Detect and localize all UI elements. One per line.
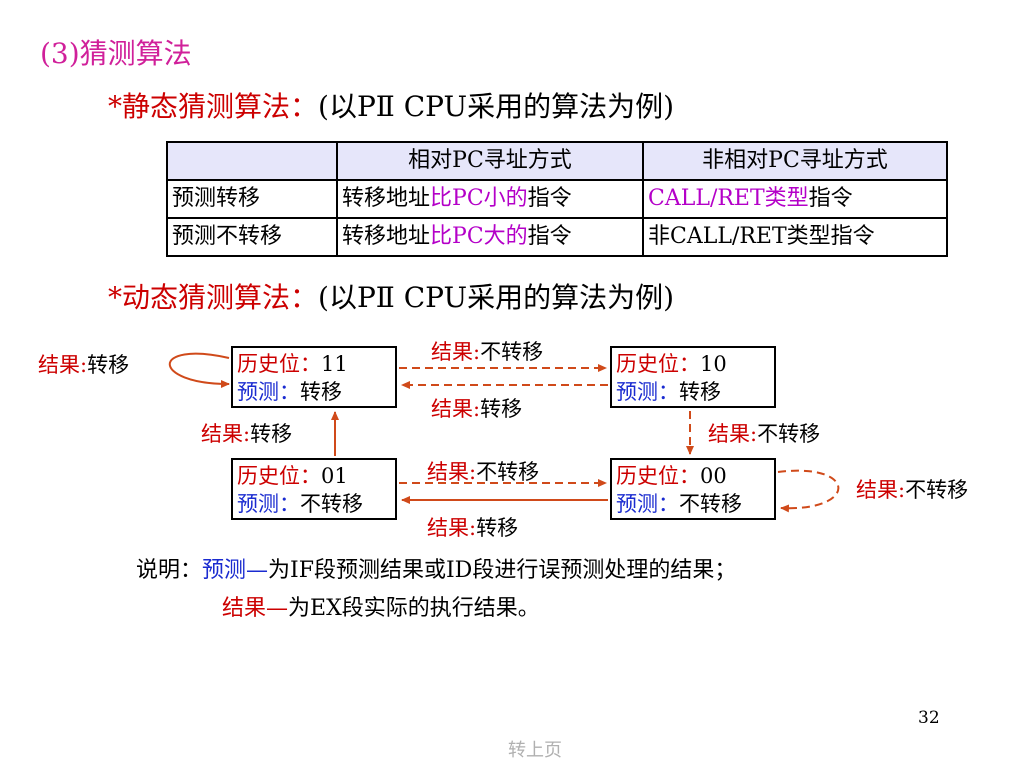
history-label: 历史位： [616, 352, 700, 376]
note-text: 为EX段实际的执行结果。 [288, 596, 540, 621]
prediction-value: 不转移 [300, 492, 363, 516]
prediction-value: 转移 [300, 380, 342, 404]
result-value: 转移 [250, 422, 293, 446]
history-line: 历史位：01 [237, 462, 395, 490]
table-cell: CALL/RET类型指令 [642, 179, 948, 219]
cell-highlight: 比PC小的 [430, 186, 528, 211]
label-10-to-11: 结果:转移 [431, 393, 522, 423]
prev-page-link[interactable]: 转上页 [508, 740, 562, 761]
table-row: 预测转移 转移地址比PC小的指令 CALL/RET类型指令 [166, 179, 948, 219]
label-01-to-11: 结果:转移 [201, 418, 292, 448]
history-label: 历史位： [237, 464, 321, 488]
page-number: 32 [918, 708, 940, 728]
row-label: 预测不转移 [166, 217, 338, 257]
result-value: 转移 [476, 516, 519, 540]
table-cell: 非CALL/RET类型指令 [642, 217, 948, 257]
history-line: 历史位：00 [616, 462, 774, 490]
result-prefix: 结果: [201, 422, 251, 446]
cell-text: 指令 [808, 186, 853, 211]
row-label: 预测转移 [166, 179, 338, 219]
bullet-asterisk: * [108, 90, 122, 123]
history-label: 历史位： [616, 464, 700, 488]
table-header-cell: 相对PC寻址方式 [336, 141, 644, 181]
cell-text: 指令 [527, 224, 572, 249]
bullet-asterisk: * [108, 281, 122, 314]
cell-text: 转移地址 [342, 224, 431, 249]
prediction-label: 预测： [616, 380, 679, 404]
note-text: 为IF段预测结果或ID段进行误预测处理的结果； [268, 558, 737, 583]
label-self-loop-00: 结果:不转移 [856, 474, 968, 504]
cell-highlight: CALL/RET类型 [648, 186, 809, 211]
table-header-cell: 非相对PC寻址方式 [642, 141, 948, 181]
history-value: 11 [321, 352, 348, 376]
label-10-to-00: 结果:不转移 [708, 418, 820, 448]
state-box-00: 历史位：00 预测：不转移 [610, 458, 776, 520]
history-line: 历史位：11 [237, 350, 395, 378]
result-prefix: 结果: [427, 460, 477, 484]
static-algorithm-note: (以PⅡ CPU采用的算法为例) [318, 90, 675, 123]
static-algorithm-heading: *静态猜测算法：(以PⅡ CPU采用的算法为例) [108, 85, 674, 125]
cell-text: 指令 [527, 186, 572, 211]
note-term-prediction: 预测— [202, 558, 269, 583]
table-row: 预测不转移 转移地址比PC大的指令 非CALL/RET类型指令 [166, 217, 948, 257]
table-cell: 转移地址比PC小的指令 [336, 179, 644, 219]
result-prefix: 结果: [708, 422, 758, 446]
result-value: 不转移 [905, 478, 969, 502]
prediction-line: 预测：不转移 [237, 490, 395, 518]
static-algorithm-title: 静态猜测算法： [122, 90, 319, 123]
note-line-1: 说明：预测—为IF段预测结果或ID段进行误预测处理的结果； [136, 552, 736, 584]
result-prefix: 结果: [856, 478, 906, 502]
note-prefix: 说明： [136, 558, 203, 583]
history-label: 历史位： [237, 352, 321, 376]
prediction-line: 预测：不转移 [616, 490, 774, 518]
result-value: 不转移 [757, 422, 821, 446]
state-box-01: 历史位：01 预测：不转移 [231, 458, 397, 520]
history-value: 01 [321, 464, 348, 488]
table-header-cell [166, 141, 338, 181]
section-title: (3)猜测算法 [40, 37, 192, 70]
self-loop-arrow-00 [777, 469, 840, 513]
result-prefix: 结果: [431, 340, 481, 364]
result-prefix: 结果: [427, 516, 477, 540]
dynamic-algorithm-heading: *动态猜测算法：(以PⅡ CPU采用的算法为例) [108, 276, 674, 316]
label-11-to-10: 结果:不转移 [431, 336, 543, 366]
result-prefix: 结果: [431, 397, 481, 421]
self-loop-arrow-11 [169, 352, 230, 388]
history-value: 00 [700, 464, 727, 488]
history-value: 10 [700, 352, 727, 376]
prediction-label: 预测： [237, 380, 300, 404]
dynamic-algorithm-title: 动态猜测算法： [122, 281, 319, 314]
static-prediction-table: 相对PC寻址方式 非相对PC寻址方式 预测转移 转移地址比PC小的指令 CALL… [166, 141, 948, 257]
result-prefix: 结果: [38, 353, 88, 377]
state-box-10: 历史位：10 预测：转移 [610, 346, 776, 408]
prediction-line: 预测：转移 [616, 378, 774, 406]
note-term-result: 结果— [222, 596, 289, 621]
state-box-11: 历史位：11 预测：转移 [231, 346, 397, 408]
result-value: 转移 [87, 353, 130, 377]
prediction-value: 不转移 [679, 492, 742, 516]
prediction-line: 预测：转移 [237, 378, 395, 406]
cell-text: 转移地址 [342, 186, 431, 211]
prediction-label: 预测： [616, 492, 679, 516]
table-cell: 转移地址比PC大的指令 [336, 217, 644, 257]
label-self-loop-11: 结果:转移 [38, 349, 129, 379]
label-01-to-00: 结果:不转移 [427, 456, 539, 486]
result-value: 转移 [480, 397, 523, 421]
dynamic-algorithm-note: (以PⅡ CPU采用的算法为例) [318, 281, 675, 314]
result-value: 不转移 [476, 460, 540, 484]
prediction-label: 预测： [237, 492, 300, 516]
table-header-row: 相对PC寻址方式 非相对PC寻址方式 [166, 141, 948, 181]
note-line-2: 结果—为EX段实际的执行结果。 [222, 590, 540, 622]
prediction-value: 转移 [679, 380, 721, 404]
cell-highlight: 比PC大的 [430, 224, 528, 249]
history-line: 历史位：10 [616, 350, 774, 378]
result-value: 不转移 [480, 340, 544, 364]
label-00-to-01: 结果:转移 [427, 512, 518, 542]
